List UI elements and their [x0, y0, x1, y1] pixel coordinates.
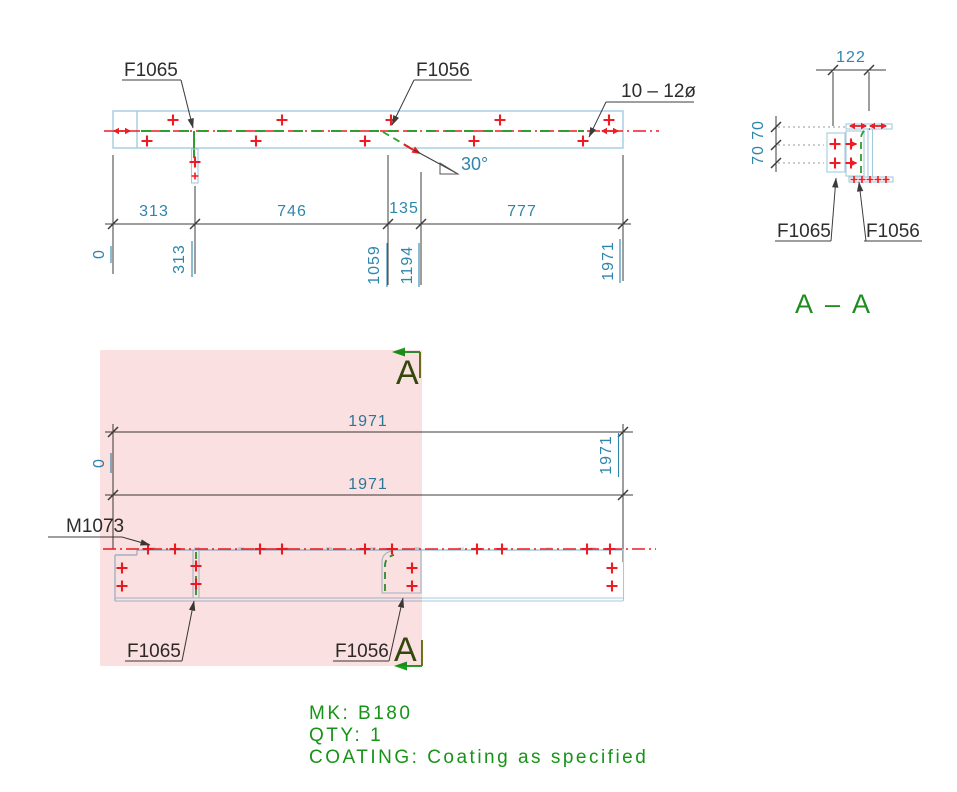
dim-70-lower: 70 [750, 145, 767, 165]
notes-block: MK: B180 QTY: 1 COATING: Coating as spec… [309, 703, 648, 768]
f1065-tab [190, 148, 199, 184]
dim-122: 122 [836, 49, 866, 66]
top-view: 30° F1065 F1056 10 – 12ø 313 746 135 777… [91, 60, 696, 287]
run-dim-0: 0 [91, 249, 108, 259]
holes-label: 10 – 12ø [621, 81, 696, 102]
note-qty: QTY: 1 [309, 725, 383, 746]
run-dim-313: 313 [171, 244, 188, 274]
f1056-label: F1056 [416, 60, 470, 81]
bend-weld-line [860, 128, 871, 173]
dim-746: 746 [277, 203, 307, 220]
run-dim-1059: 1059 [366, 245, 383, 285]
f1056-plate [845, 130, 865, 177]
f1065-label: F1065 [777, 221, 831, 242]
angle-dim: 30° [461, 154, 488, 174]
beam-outline-top [112, 110, 624, 149]
f1056-label: F1056 [866, 221, 920, 242]
dim-70-upper: 70 [750, 120, 767, 140]
top-view-dimensions: 313 746 135 777 0 313 1059 1194 1971 [91, 155, 631, 287]
selection-highlight [100, 350, 422, 666]
leader-line [588, 101, 607, 138]
leader-line [391, 79, 415, 126]
weld-arrow-line [403, 143, 414, 151]
f1065-plate [826, 132, 846, 173]
dim-135: 135 [389, 200, 419, 217]
section-view: 122 70 70 F1065 [750, 49, 922, 319]
note-mk: MK: B180 [309, 703, 412, 724]
run-dim-0: 0 [91, 458, 108, 468]
dim-777: 777 [507, 203, 537, 220]
run-dim-1971: 1971 [600, 241, 617, 281]
front-view: 1971 1971 0 1971 [48, 347, 656, 671]
dim-313: 313 [139, 203, 169, 220]
f1065-label: F1065 [124, 60, 178, 81]
run-dim-1194: 1194 [399, 246, 416, 284]
note-coating: COATING: Coating as specified [309, 747, 648, 768]
leader-line [180, 79, 194, 129]
angle-triangle [439, 162, 460, 175]
section-geometry [826, 121, 894, 184]
run-dim-1971: 1971 [598, 435, 615, 475]
section-title: A – A [795, 289, 873, 319]
